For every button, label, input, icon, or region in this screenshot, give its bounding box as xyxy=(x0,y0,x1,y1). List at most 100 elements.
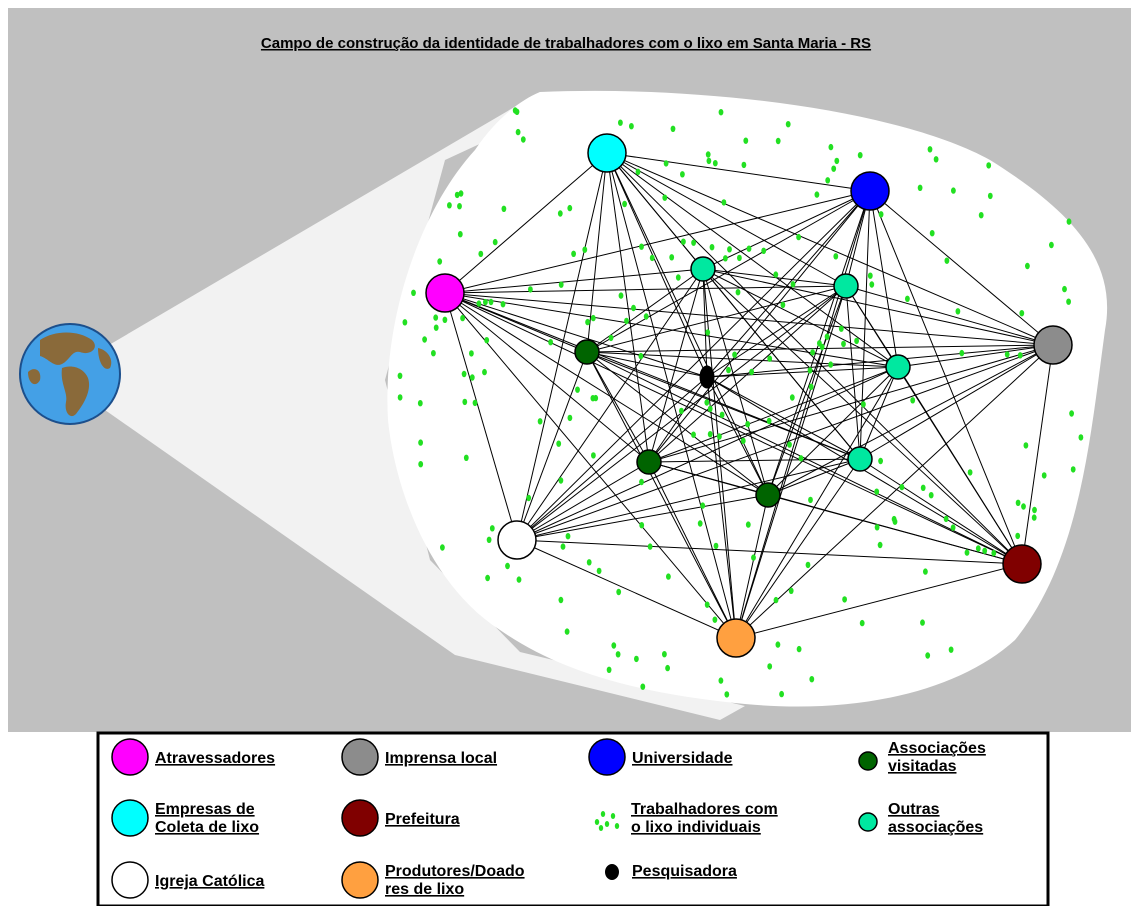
worker-dot xyxy=(526,494,532,502)
worker-dot xyxy=(967,469,973,476)
worker-dot xyxy=(718,677,724,684)
legend-label: Pesquisadora xyxy=(632,863,737,880)
edge-atravessadores-assoc_o2 xyxy=(444,285,847,294)
worker-dot xyxy=(878,457,883,465)
worker-dot xyxy=(809,676,815,683)
edge-assoc_o1-pesquisadora xyxy=(702,268,708,378)
worker-dot xyxy=(920,484,926,491)
worker-dot xyxy=(501,205,507,212)
worker-dot xyxy=(402,319,408,326)
worker-dot xyxy=(1078,434,1084,441)
worker-dot xyxy=(861,401,866,408)
node-assoc_o4 xyxy=(847,446,873,472)
worker-dot xyxy=(910,397,916,404)
edge-empresas-imprensa xyxy=(606,152,1054,346)
worker-dot xyxy=(713,542,719,550)
edge-produtores-assoc_o2 xyxy=(735,285,847,639)
edge-assoc_v3-pesquisadora xyxy=(706,376,769,496)
worker-dot xyxy=(615,651,621,658)
edge-assoc_o1-assoc_o2 xyxy=(702,268,847,287)
worker-dot xyxy=(492,238,498,246)
legend-label: Prefeitura xyxy=(385,811,460,828)
legend-swatch xyxy=(588,738,626,776)
edge-empresas-prefeitura xyxy=(606,152,1023,565)
edge-imprensa-assoc_o4 xyxy=(859,344,1054,460)
worker-dot xyxy=(1062,285,1067,293)
worker-dot xyxy=(944,257,950,264)
worker-dot xyxy=(567,204,573,212)
edge-assoc_v1-assoc_o1 xyxy=(586,268,704,353)
edge-imprensa-prefeitura xyxy=(1021,344,1054,565)
worker-dot xyxy=(814,191,820,198)
edge-prefeitura-produtores xyxy=(735,563,1023,639)
worker-dot xyxy=(582,246,588,253)
worker-dot xyxy=(558,477,564,484)
worker-dot xyxy=(631,304,636,312)
edge-assoc_o1-assoc_o4 xyxy=(702,268,861,460)
worker-dot xyxy=(740,437,746,445)
worker-dot xyxy=(482,368,487,376)
edge-universidade-assoc_v1 xyxy=(586,190,871,353)
legend-swatch xyxy=(111,861,149,899)
worker-dot xyxy=(705,151,711,158)
worker-dot xyxy=(691,239,696,246)
node-assoc_v2 xyxy=(636,449,662,475)
worker-dot xyxy=(618,119,623,126)
worker-dot xyxy=(869,281,875,288)
worker-dot xyxy=(842,596,847,603)
edge-universidade-assoc_v2 xyxy=(648,190,871,463)
worker-dot xyxy=(825,177,831,184)
worker-dot xyxy=(616,588,622,596)
edge-empresas-universidade xyxy=(606,152,871,192)
worker-dot xyxy=(442,316,448,323)
edge-prefeitura-assoc_v3 xyxy=(767,494,1023,565)
edge-assoc_v2-pesquisadora xyxy=(648,376,708,463)
legend-swatch-dot xyxy=(610,813,616,819)
worker-dot xyxy=(706,157,712,165)
node-imprensa xyxy=(1033,325,1073,365)
worker-dot xyxy=(991,549,997,557)
worker-dot xyxy=(854,337,859,345)
worker-dot xyxy=(591,452,596,459)
legend-item: Universidade xyxy=(588,738,733,776)
legend-swatch-dot xyxy=(594,819,600,825)
worker-dot xyxy=(461,370,467,378)
worker-dot xyxy=(397,372,403,379)
edge-produtores-assoc_v3 xyxy=(735,494,769,639)
worker-dot xyxy=(558,596,564,604)
worker-dot xyxy=(457,231,463,238)
worker-dot xyxy=(680,171,685,178)
edge-igreja-assoc_v3 xyxy=(516,494,769,541)
worker-dot xyxy=(454,191,460,199)
worker-dot xyxy=(746,245,752,252)
worker-dot xyxy=(964,549,970,556)
worker-dot xyxy=(905,295,910,302)
worker-dot xyxy=(417,400,423,407)
worker-dot xyxy=(717,433,722,440)
worker-dot xyxy=(761,247,767,254)
worker-dot xyxy=(675,274,681,281)
worker-dot xyxy=(440,544,445,551)
worker-dot xyxy=(515,128,521,136)
worker-dot xyxy=(634,655,639,663)
worker-dot xyxy=(929,230,935,237)
worker-dot xyxy=(948,646,954,653)
legend-label: Imprensa local xyxy=(385,750,497,767)
worker-dot xyxy=(773,271,779,278)
worker-dot xyxy=(780,301,786,309)
edge-produtores-pesquisadora xyxy=(706,376,737,639)
worker-dot xyxy=(431,350,436,357)
worker-dot xyxy=(775,137,781,145)
worker-dot xyxy=(808,383,814,390)
worker-dot xyxy=(1019,310,1025,317)
worker-dot xyxy=(681,238,686,245)
worker-dot xyxy=(943,515,949,523)
edge-imprensa-assoc_o3 xyxy=(897,344,1054,368)
worker-dot xyxy=(639,522,645,529)
worker-dot xyxy=(923,568,928,575)
worker-dot xyxy=(704,399,710,406)
worker-dot xyxy=(867,272,873,279)
edge-assoc_o4-pesquisadora xyxy=(706,376,861,460)
worker-dot xyxy=(679,407,684,415)
